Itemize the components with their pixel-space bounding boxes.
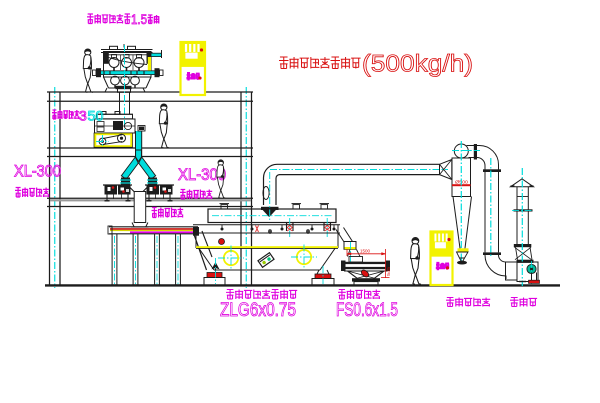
svg-text:3: 3 <box>79 108 87 124</box>
svg-text:1.5: 1.5 <box>131 11 147 27</box>
svg-text:ZLG6x0.75: ZLG6x0.75 <box>220 300 296 321</box>
svg-text:50: 50 <box>88 108 104 124</box>
svg-text:XL-300: XL-300 <box>178 165 226 184</box>
svg-text:(500kg/h): (500kg/h) <box>362 51 473 78</box>
svg-text:1500: 1500 <box>360 249 370 255</box>
svg-text:545: 545 <box>386 267 392 276</box>
svg-text:FS0.6x1.5: FS0.6x1.5 <box>336 300 398 321</box>
svg-text:XL-300: XL-300 <box>14 162 61 181</box>
